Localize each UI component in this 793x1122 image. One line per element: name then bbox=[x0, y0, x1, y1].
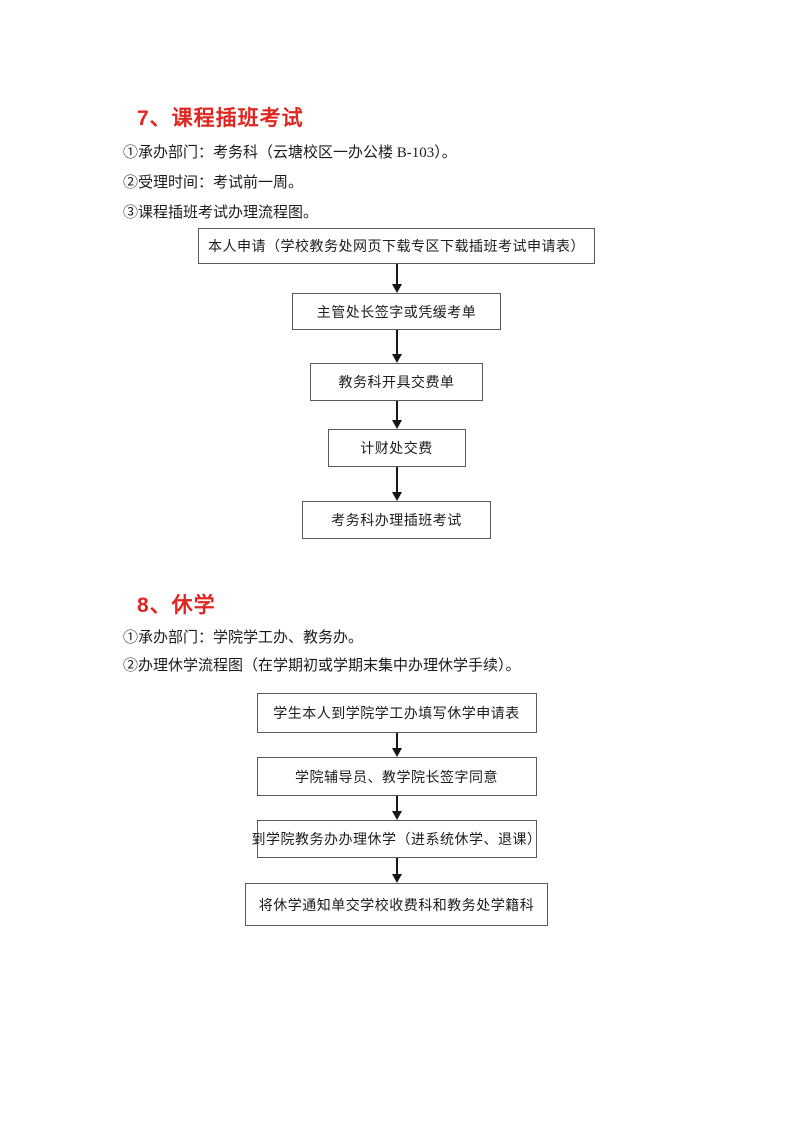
flow-step-box: 主管处长签字或凭缓考单 bbox=[292, 293, 501, 330]
down-arrow-icon bbox=[391, 330, 403, 363]
flow-step-box: 计财处交费 bbox=[327, 429, 466, 467]
arrow-shaft bbox=[395, 264, 398, 284]
section-heading: 7、课程插班考试 bbox=[137, 107, 304, 130]
flow-step-box: 教务科开具交费单 bbox=[310, 363, 483, 401]
procedure-line: ①承办部门：考务科（云塘校区一办公楼 B-103）。 bbox=[123, 145, 457, 161]
arrow-head bbox=[391, 284, 402, 293]
down-arrow-icon bbox=[391, 401, 403, 429]
flow-step-box: 考务科办理插班考试 bbox=[302, 501, 491, 539]
arrow-shaft bbox=[395, 330, 398, 354]
section-body: ①承办部门：学院学工办、教务办。 ②办理休学流程图（在学期初或学期末集中办理休学… bbox=[123, 624, 793, 680]
procedure-line: ②办理休学流程图（在学期初或学期末集中办理休学手续）。 bbox=[123, 658, 521, 674]
arrow-shaft bbox=[395, 858, 398, 874]
section-body: ①承办部门：考务科（云塘校区一办公楼 B-103）。 ②受理时间：考试前一周。 … bbox=[123, 138, 793, 228]
flowchart-course-makeup-exam: 本人申请（学校教务处网页下载专区下载插班考试申请表） 主管处长签字或凭缓考单 教… bbox=[0, 228, 793, 539]
flow-step-box: 到学院教务办办理休学（进系统休学、退课） bbox=[252, 820, 541, 858]
flow-step-box: 学生本人到学院学工办填写休学申请表 bbox=[256, 693, 537, 733]
flow-step-box: 学院辅导员、教学院长签字同意 bbox=[256, 757, 537, 796]
section-course-makeup-exam: 7、课程插班考试 ①承办部门：考务科（云塘校区一办公楼 B-103）。 ②受理时… bbox=[0, 106, 793, 539]
arrow-head bbox=[391, 420, 402, 429]
arrow-shaft bbox=[395, 796, 398, 811]
section-heading: 8、休学 bbox=[137, 594, 216, 617]
arrow-head bbox=[391, 748, 402, 757]
arrow-head bbox=[391, 354, 402, 363]
down-arrow-icon bbox=[391, 733, 403, 757]
arrow-head bbox=[391, 811, 402, 820]
arrow-shaft bbox=[395, 733, 398, 748]
section-suspension-of-study: 8、休学 ①承办部门：学院学工办、教务办。 ②办理休学流程图（在学期初或学期末集… bbox=[0, 593, 793, 926]
arrow-shaft bbox=[395, 467, 398, 492]
arrow-head bbox=[391, 492, 402, 501]
flow-step-box: 将休学通知单交学校收费科和教务处学籍科 bbox=[245, 883, 548, 926]
procedure-line: ②受理时间：考试前一周。 bbox=[123, 175, 304, 191]
procedure-line: ③课程插班考试办理流程图。 bbox=[123, 205, 319, 221]
down-arrow-icon bbox=[391, 796, 403, 820]
procedure-line: ①承办部门：学院学工办、教务办。 bbox=[123, 630, 364, 646]
down-arrow-icon bbox=[391, 858, 403, 883]
down-arrow-icon bbox=[391, 264, 403, 293]
down-arrow-icon bbox=[391, 467, 403, 501]
arrow-head bbox=[391, 874, 402, 883]
flowchart-suspension: 学生本人到学院学工办填写休学申请表 学院辅导员、教学院长签字同意 到学院教务办办… bbox=[0, 693, 793, 926]
flow-step-box: 本人申请（学校教务处网页下载专区下载插班考试申请表） bbox=[198, 228, 595, 264]
arrow-shaft bbox=[395, 401, 398, 420]
